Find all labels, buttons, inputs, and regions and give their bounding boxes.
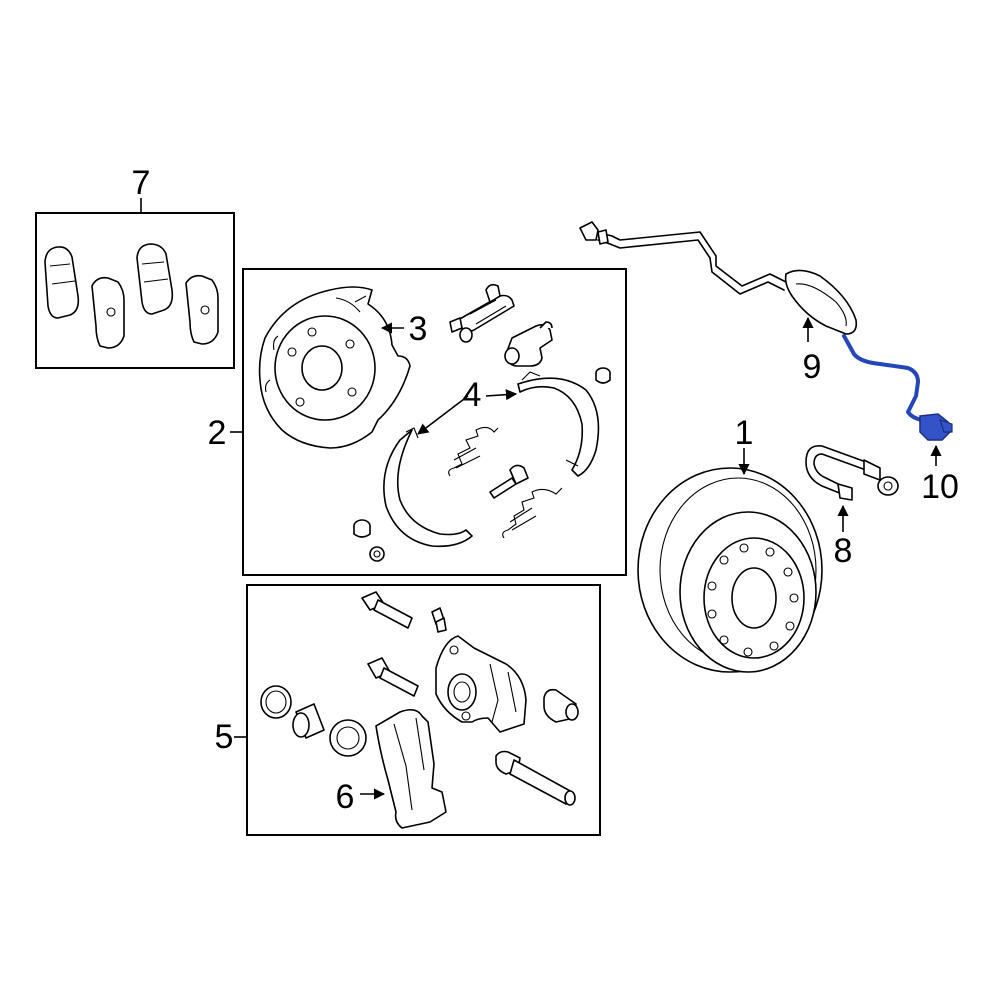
strut-lever (504, 321, 553, 367)
dust-boot (329, 719, 367, 757)
group-5-caliper[interactable] (234, 584, 601, 836)
callout-2: 2 (208, 414, 227, 452)
callout-1: 1 (735, 414, 754, 452)
callout-8: 8 (834, 532, 853, 570)
sensor-cable (842, 334, 924, 422)
callout-9: 9 (803, 348, 822, 386)
callout-4: 4 (463, 376, 482, 414)
slide-pin (495, 750, 576, 806)
spring-cup-lower-a (353, 519, 371, 538)
return-spring-upper (448, 426, 499, 477)
abs-wire-harness[interactable] (579, 221, 858, 342)
return-spring-lower (502, 487, 563, 539)
box-7 (35, 212, 235, 369)
abs-wheel-speed-sensor[interactable] (842, 334, 953, 466)
group-2-parking-brake[interactable] (230, 268, 627, 576)
callout-3: 3 (409, 310, 428, 348)
callout-7: 7 (132, 164, 151, 202)
brake-shoe-left (383, 427, 473, 548)
callout-6: 6 (336, 778, 355, 816)
caliper-body (435, 635, 527, 733)
guide-boot (543, 688, 579, 723)
backing-plate (258, 286, 411, 449)
caliper-bracket (375, 708, 447, 829)
piston (292, 703, 325, 739)
adjuster-assembly (449, 283, 515, 343)
guide-bolt-lower (367, 657, 419, 697)
group-7-brake-pads[interactable] (35, 198, 235, 369)
box-2 (242, 268, 627, 576)
brake-rotor[interactable] (637, 448, 823, 673)
guide-bolt-upper (361, 591, 413, 629)
spring-cup-upper (595, 367, 611, 384)
callout-5: 5 (215, 718, 234, 756)
brake-shoe-right (517, 371, 600, 477)
brake-pad-4 (185, 274, 219, 345)
spring-cup-lower-b (369, 546, 385, 562)
piston-seal (260, 685, 292, 719)
callout-10: 10 (921, 468, 959, 506)
shoe-hold-pin (489, 464, 529, 499)
brake-pad-2 (91, 276, 125, 349)
brake-pad-1 (44, 246, 80, 319)
bleeder-screw (431, 607, 447, 633)
brake-pad-3 (136, 243, 174, 315)
box-5 (246, 584, 601, 836)
brake-hose[interactable] (805, 445, 899, 532)
